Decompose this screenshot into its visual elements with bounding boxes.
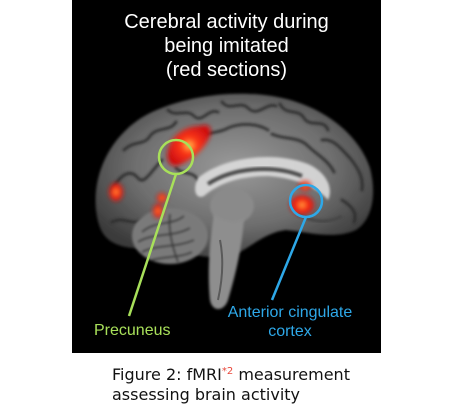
cerebellum-shape <box>132 208 208 264</box>
precuneus-leader-line <box>127 173 178 317</box>
figure-title-line-1: Cerebral activity during <box>124 11 329 33</box>
corpus-callosum <box>195 156 330 200</box>
figure-title-line-3: (red sections) <box>165 59 288 81</box>
activation-occipital <box>109 183 123 201</box>
acc-label-line-1: Anterior cingulate <box>227 304 353 321</box>
activation-acc <box>290 195 314 215</box>
caption-line-1: Figure 2: fMRI*2 measurement <box>112 362 412 385</box>
fmri-image-panel: Cerebral activity during being imitated … <box>72 0 381 353</box>
figure-title-line-2: being imitated <box>164 35 289 57</box>
precuneus-label: Precuneus <box>94 322 171 339</box>
activation-occipital-small <box>157 193 167 203</box>
brain-scan-image <box>95 93 374 317</box>
footnote-marker[interactable]: *2 <box>221 366 234 377</box>
caption-line-2: assessing brain activity <box>112 385 301 404</box>
caption-suffix: measurement <box>233 365 350 384</box>
figure-caption: Figure 2: fMRI*2 measurement assessing b… <box>112 362 412 405</box>
brainstem-shape <box>208 214 244 309</box>
acc-leader-line <box>270 216 308 301</box>
caption-prefix: Figure 2: fMRI <box>112 365 222 384</box>
acc-label-line-2: cortex <box>268 323 312 340</box>
activation-cerebellum <box>153 204 163 218</box>
